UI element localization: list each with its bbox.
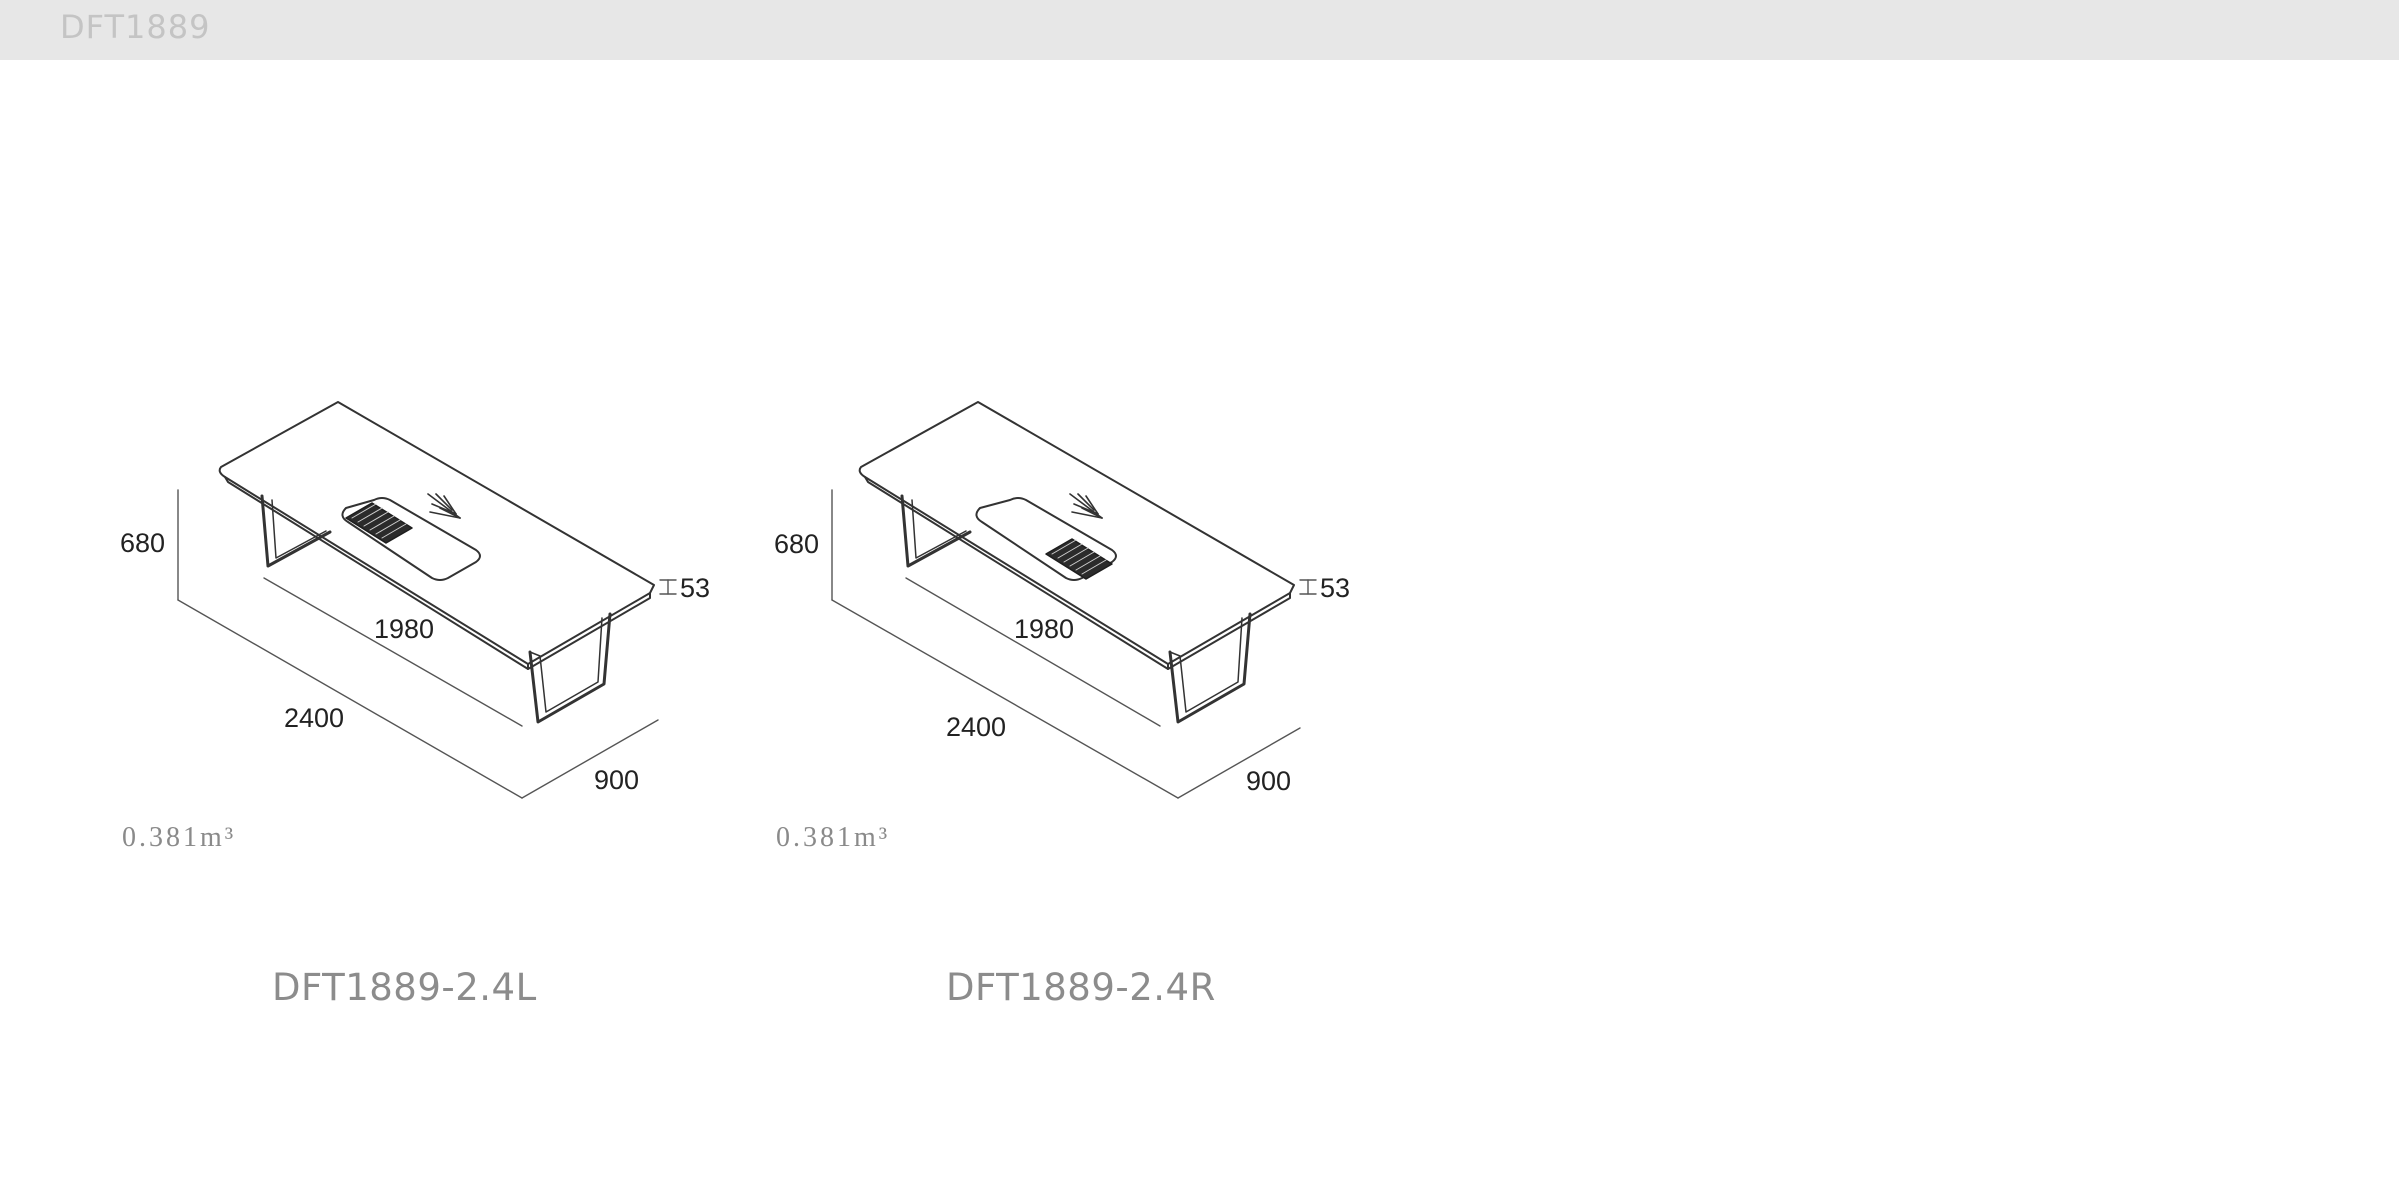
dim-thickness-label: 53 — [680, 573, 710, 603]
volume-label: 0.381m³ — [776, 822, 891, 853]
dim-length-label: 2400 — [284, 703, 344, 733]
dim-height-label: 680 — [120, 528, 165, 558]
front-leg — [1168, 612, 1252, 724]
table-drawing-left — [177, 401, 677, 799]
dim-length-label: 2400 — [946, 712, 1006, 742]
tabletop-outline — [858, 401, 1295, 665]
tray-grill — [1045, 538, 1113, 580]
front-leg — [528, 612, 612, 724]
back-leg — [900, 494, 972, 568]
dim-height-label: 680 — [774, 529, 819, 559]
model-name: DFT1889-2.4L — [272, 966, 537, 1009]
dim-depth-label: 900 — [1246, 766, 1291, 796]
dim-thickness-label: 53 — [1320, 573, 1350, 603]
tray-grill — [345, 502, 413, 544]
tabletop-outline — [218, 401, 655, 665]
decor-plant-icon — [427, 493, 461, 519]
volume-label: 0.381m³ — [122, 822, 237, 853]
model-name: DFT1889-2.4R — [946, 966, 1216, 1009]
tea-tray — [975, 497, 1117, 581]
decor-plant-icon — [1069, 493, 1103, 519]
back-leg — [260, 494, 332, 568]
dim-depth-label: 900 — [594, 765, 639, 795]
dim-inner-length-label: 1980 — [1014, 614, 1074, 644]
dimension-lines — [177, 489, 677, 799]
header-bar: DFT1889 — [0, 0, 2399, 60]
dim-inner-length-label: 1980 — [374, 614, 434, 644]
header-title: DFT1889 — [60, 8, 211, 46]
tea-tray — [341, 497, 481, 581]
table-drawing-right — [831, 401, 1317, 799]
dimension-lines — [831, 489, 1317, 799]
